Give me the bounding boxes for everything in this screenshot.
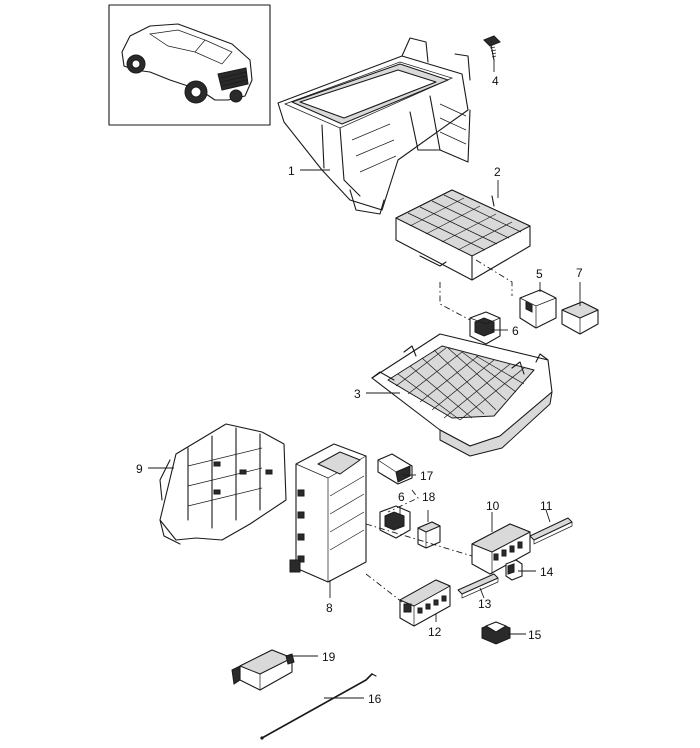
car-thumbnail-icon [121,23,253,104]
part-11-slide [529,517,573,545]
part-18-relay [417,521,441,549]
leader-lines [148,60,581,699]
thumbnail-frame [108,4,271,126]
callout-6-upper: 6 [512,324,519,338]
part-7-relay [561,301,599,335]
dash-leader-lower-a [365,523,473,557]
callout-13: 13 [478,597,492,611]
callout-1: 1 [288,164,295,178]
callout-12: 12 [428,625,442,639]
part-1-bracket-tray [277,37,471,215]
part-17-connector [377,453,413,485]
part-12-connector-housing [399,579,451,627]
callout-19: 19 [322,650,336,664]
part-15-cap [481,621,511,645]
callout-15: 15 [528,628,542,642]
callout-10: 10 [486,499,500,513]
callout-7: 7 [576,266,583,280]
callout-9: 9 [136,462,143,476]
vehicle-thumbnail [108,4,271,126]
callout-8: 8 [326,601,333,615]
callout-4: 4 [492,74,499,88]
part-3-grid-tray [371,333,553,457]
callout-6-lower: 6 [398,490,405,504]
dash-leader-upper-b [475,259,513,296]
callout-5: 5 [536,267,543,281]
part-19-module [231,649,295,691]
part-6-connector-lower [379,505,411,539]
callout-3: 3 [354,387,361,401]
callout-2: 2 [494,165,501,179]
part-9-side-housing [159,423,287,545]
part-6-connector-upper [469,311,501,345]
part-8-fuse-box [289,443,367,583]
callout-18: 18 [422,490,436,504]
part-5-relay-socket [519,289,557,329]
callout-16: 16 [368,692,382,706]
part-10-connector-block [471,523,531,575]
part-4-screw [483,35,501,61]
dash-leader-lower-c [387,489,419,513]
part-14-clip [505,559,523,581]
callout-11: 11 [540,499,553,513]
part-13-slide [457,573,499,599]
callout-labels: 1 2 3 4 5 6 6 7 8 9 10 11 12 13 14 15 16… [136,74,583,706]
dash-leader-lower-b [365,573,403,603]
callout-17: 17 [420,469,434,483]
dash-leader-upper-a [439,282,471,321]
part-16-cable [260,673,377,740]
part-2-relay-carrier [395,189,531,281]
callout-14: 14 [540,565,554,579]
